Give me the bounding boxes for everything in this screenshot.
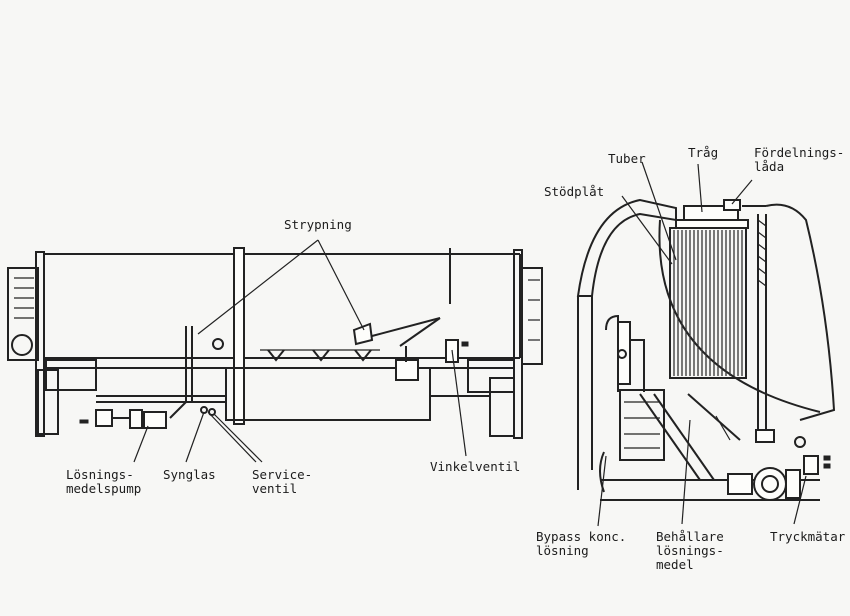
spray-nozzles <box>260 349 380 362</box>
label-line: Fördelnings- <box>754 145 845 160</box>
label-fordelningslada: Fördelnings- låda <box>754 146 844 174</box>
callout-lines-left <box>133 239 467 463</box>
distribution-box <box>723 199 741 211</box>
label-line: ventil <box>252 481 298 496</box>
suction-pipe <box>185 326 193 402</box>
right-water-box <box>513 249 543 439</box>
upper-shell <box>43 247 521 425</box>
trough <box>675 205 749 229</box>
solution-pump <box>79 409 167 429</box>
label-bypass: Bypass konc. lösning <box>536 530 626 558</box>
label-losningsmedelspump: Lösnings- medelspump <box>66 468 141 496</box>
callout-lines-right <box>597 161 807 527</box>
label-serviceventil: Service- ventil <box>252 468 312 496</box>
label-tuber: Tuber <box>608 151 646 166</box>
label-line: Behållare <box>656 529 724 544</box>
label-stodplat: Stödplåt <box>544 184 605 199</box>
label-line: medelspump <box>66 481 142 496</box>
label-synglas: Synglas <box>163 467 216 482</box>
label-tryckmatar: Tryckmätar <box>770 529 846 544</box>
tube-bundle <box>669 227 747 379</box>
label-line: Service- <box>252 467 313 482</box>
right-pump <box>727 467 801 501</box>
label-line: Lösnings- <box>66 467 134 482</box>
tubes <box>673 230 743 376</box>
end-section-view <box>576 161 836 527</box>
label-line: lösning <box>536 543 589 558</box>
label-line: låda <box>754 159 785 174</box>
support-legs <box>37 369 515 437</box>
sight-glass <box>212 338 224 350</box>
bottom-piping <box>96 395 490 419</box>
label-line: Bypass konc. <box>536 529 627 544</box>
label-behallare: Behållare lösnings- medel <box>656 530 724 572</box>
throttle-valve <box>352 317 441 381</box>
label-vinkelventil: Vinkelventil <box>430 459 521 474</box>
label-line: lösnings- <box>656 543 724 558</box>
label-trag: Tråg <box>688 145 719 160</box>
pressure-gauge <box>794 436 831 475</box>
side-elevation-view <box>7 239 543 463</box>
side-plate <box>755 214 775 443</box>
lower-shell <box>44 359 515 421</box>
outer-shell <box>576 198 836 490</box>
label-line: medel <box>656 557 694 572</box>
label-strypning: Strypning <box>284 217 352 232</box>
solution-container <box>605 314 665 461</box>
